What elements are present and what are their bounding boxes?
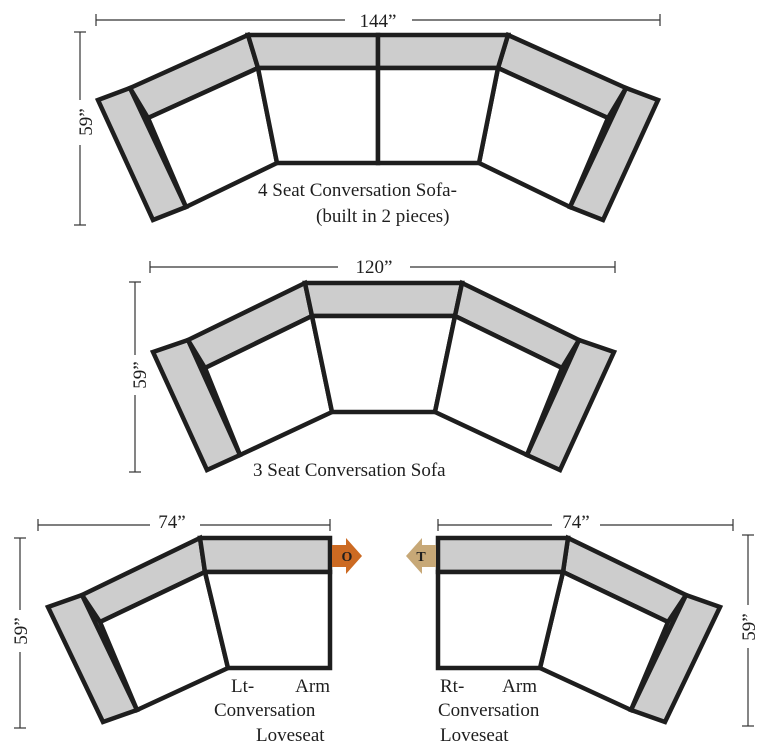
loveseat-label: Arm (295, 676, 330, 697)
loveseat-label: Rt- (440, 676, 464, 697)
depth-label: 59” (11, 617, 32, 644)
sofa-right-half (375, 31, 662, 223)
right-arm-loveseat: 74” 59” T Rt- Arm Conversation Loveseat (406, 512, 760, 746)
seat-cushion (375, 65, 501, 166)
loveseat-label: Arm (502, 676, 537, 697)
sofa-label-sub: (built in 2 pieces) (316, 206, 450, 227)
sofa-label: 4 Seat Conversation Sofa- (258, 180, 457, 201)
center-back-cushion (302, 280, 465, 319)
arrow-letter: T (416, 550, 426, 565)
sofa-right (432, 279, 618, 473)
back-cushion (244, 32, 381, 71)
seat-cushion (202, 569, 333, 671)
left-arm-loveseat: 74” 59” O Lt- Arm Conversation Loveseat (11, 512, 362, 746)
three-seat-sofa: 120” 59” 3 Seat Conversation Sofa (129, 257, 618, 481)
seat-cushion (435, 569, 566, 671)
arrow-letter: O (342, 550, 353, 565)
width-label: 74” (158, 512, 185, 533)
connector-arrow-left (406, 538, 436, 574)
loveseat-label: Conversation (214, 700, 316, 721)
depth-label: 59” (76, 108, 97, 135)
back-cushion (375, 32, 512, 71)
width-label: 144” (360, 11, 397, 32)
loveseat-label: Loveseat (256, 725, 325, 746)
seat-cushion (255, 65, 381, 166)
four-seat-sofa: 144” 59” 4 Seat Conversation Sofa- (buil… (74, 11, 662, 227)
back-cushion (197, 535, 333, 575)
depth-label: 59” (130, 361, 151, 388)
depth-label: 59” (739, 613, 760, 640)
loveseat-shapes (406, 534, 724, 725)
sofa-label: 3 Seat Conversation Sofa (253, 460, 446, 481)
connector-arrow-right (332, 538, 362, 574)
width-label: 74” (562, 512, 589, 533)
sofa-left (149, 279, 335, 473)
loveseat-label: Loveseat (440, 725, 509, 746)
center-seat-cushion (309, 313, 458, 415)
back-cushion (435, 535, 571, 575)
width-label: 120” (356, 257, 393, 278)
loveseat-label: Conversation (438, 700, 540, 721)
seat-cushion (432, 312, 565, 459)
loveseat-label: Lt- (231, 676, 254, 697)
sofa-left-half (94, 31, 381, 223)
